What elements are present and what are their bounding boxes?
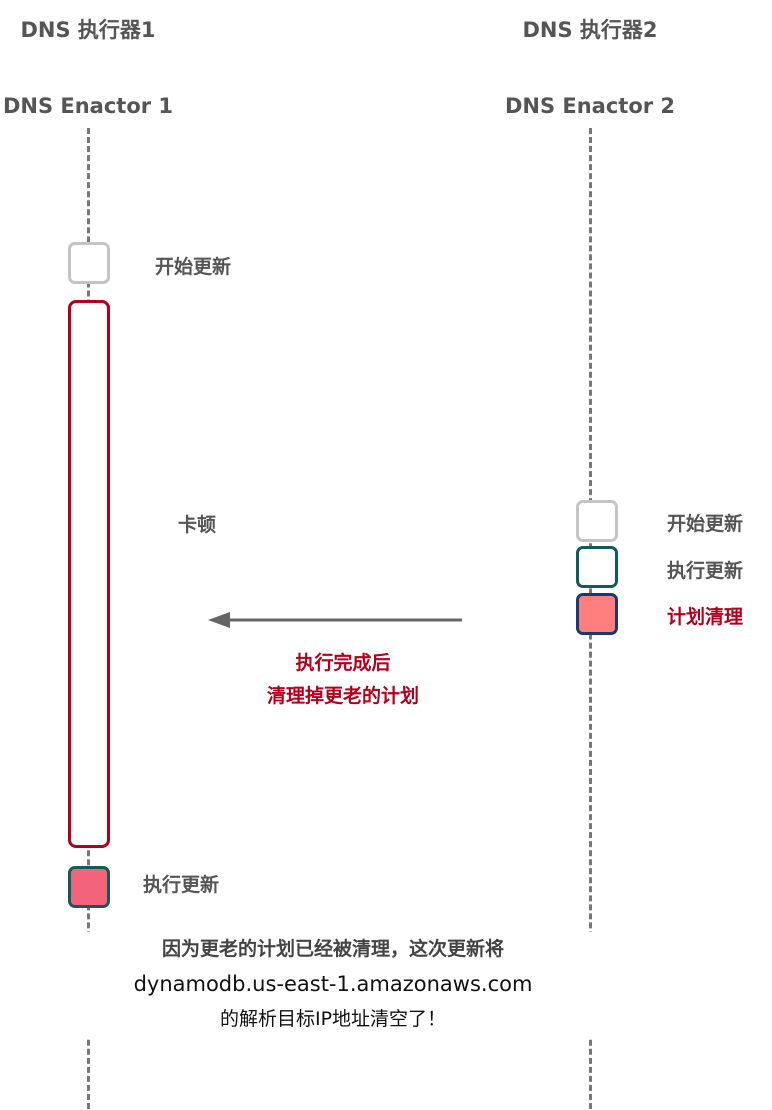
start-update-box (68, 242, 110, 284)
arrow-head-icon (208, 612, 230, 628)
start-update-label: 开始更新 (155, 256, 232, 278)
stall-activation-bar (68, 300, 110, 848)
stall-label: 卡顿 (178, 514, 217, 536)
execute-update-label: 执行更新 (143, 874, 220, 896)
note-line3: 的解析目标IP地址清空了！ (219, 1008, 447, 1030)
note-line2: dynamodb.us-east-1.amazonaws.com (133, 972, 533, 996)
e2-execute-update-box (576, 546, 618, 588)
cleanup-arrow (208, 612, 462, 628)
e2-cleanup-box (576, 593, 618, 635)
actor1-title-cn: DNS 执行器1 (20, 18, 156, 42)
e2-start-update-box (576, 500, 618, 542)
e2-cleanup-label: 计划清理 (667, 606, 744, 628)
execute-update-box (68, 866, 110, 908)
arrow-label-line2: 清理掉更老的计划 (266, 685, 419, 707)
e2-start-update-label: 开始更新 (667, 513, 744, 535)
actor2-title-en: DNS Enactor 2 (504, 94, 676, 118)
e2-execute-update-label: 执行更新 (667, 560, 744, 582)
actor1-title-en: DNS Enactor 1 (2, 94, 174, 118)
note-line1: 因为更老的计划已经被清理，这次更新将 (161, 938, 504, 960)
result-note: 因为更老的计划已经被清理，这次更新将 dynamodb.us-east-1.am… (73, 932, 593, 1037)
arrow-label-line1: 执行完成后 (295, 652, 391, 674)
actor2-title-cn: DNS 执行器2 (522, 18, 658, 42)
